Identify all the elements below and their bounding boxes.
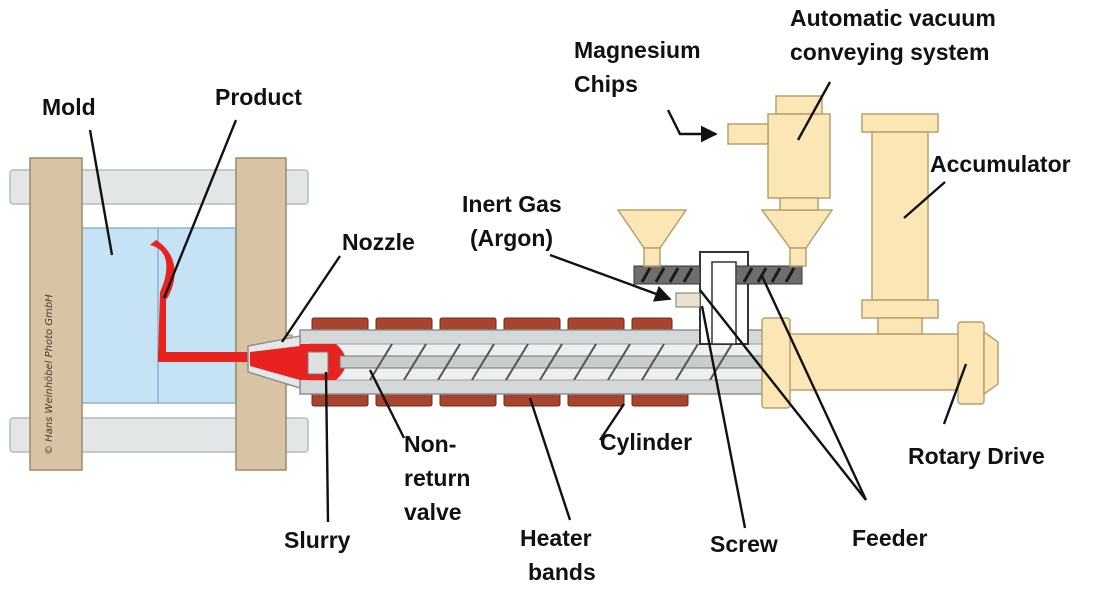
label-vacuum-system: Automatic vacuum conveying system	[790, 5, 1002, 65]
screw-shaft	[339, 355, 771, 369]
label-feeder: Feeder	[852, 525, 927, 551]
accumulator	[861, 113, 939, 335]
accumulator-body	[871, 131, 929, 301]
label-heater-bands: Heater bands	[520, 525, 598, 585]
moving-platen	[235, 157, 287, 471]
leader-lines	[88, 81, 968, 529]
hopper-left	[616, 209, 688, 249]
labels: Mold Product Nozzle Inert Gas (Argon) Ma…	[42, 5, 1071, 585]
label-nozzle: Nozzle	[342, 229, 415, 255]
heater-bands	[311, 317, 689, 407]
tie-bar-bottom	[9, 417, 309, 453]
clamping-unit: © Hans Weinhöbel Photo GmbH	[9, 157, 309, 471]
rotary-drive-flange	[957, 321, 985, 405]
mold-half-left	[79, 227, 159, 404]
chip-inlet-pipe	[727, 123, 769, 145]
label-non-return-valve: Non- return valve	[404, 431, 477, 525]
label-rotary-drive: Rotary Drive	[908, 443, 1045, 469]
fixed-platen	[29, 157, 83, 471]
drive-housing	[769, 333, 967, 391]
gas-inlet-port	[675, 292, 701, 308]
drive-flange-left	[761, 317, 791, 409]
hopper-right	[760, 209, 834, 249]
label-cylinder: Cylinder	[600, 429, 692, 455]
label-mold: Mold	[42, 94, 96, 120]
product-part	[150, 240, 175, 356]
rotary-drive-cap	[983, 330, 999, 396]
label-screw: Screw	[710, 531, 778, 557]
screw-flights	[369, 343, 733, 381]
non-return-valve-part	[307, 351, 329, 375]
sprue-runner	[158, 352, 250, 362]
feeder-screws	[633, 265, 803, 285]
vacuum-conveyor-body	[767, 113, 831, 199]
label-accumulator: Accumulator	[930, 151, 1071, 177]
label-product: Product	[215, 84, 302, 110]
label-inert-gas: Inert Gas (Argon)	[462, 191, 568, 251]
nozzle-melt	[250, 346, 300, 380]
tie-bar-top	[9, 169, 309, 205]
label-slurry: Slurry	[284, 527, 351, 553]
injection-unit	[247, 251, 999, 409]
label-magnesium-chips: Magnesium Chips	[574, 37, 707, 97]
copyright-text: © Hans Weinhöbel Photo GmbH	[44, 294, 55, 455]
feed-hoppers	[616, 95, 834, 267]
